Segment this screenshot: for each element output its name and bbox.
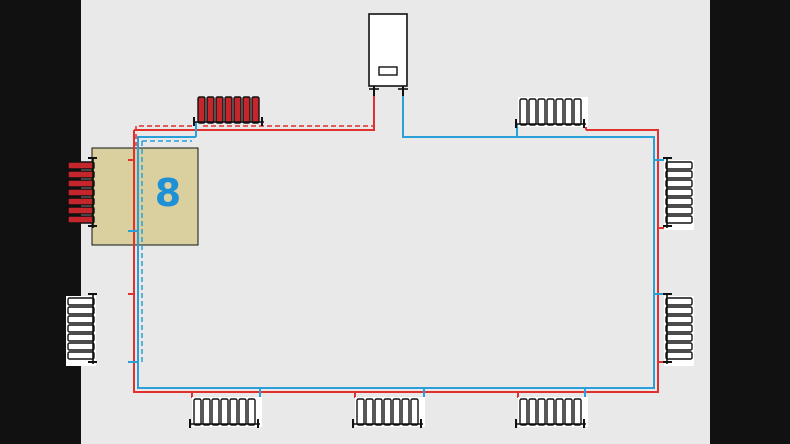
right-letterbox [710,0,790,444]
boiler-icon [368,13,408,96]
radiator-left-lower [65,293,98,367]
radiator-branches [128,124,664,398]
radiator-bottom-2 [352,396,426,429]
room-number: 8 [155,171,181,215]
radiator-right-bottom [662,293,695,367]
flow-arrow-icon [135,108,375,362]
supply-pipe-loop [133,96,659,393]
radiator-room-8-active [67,157,98,229]
radiator-top-active [193,96,265,127]
radiator-bottom-1 [189,396,263,429]
room-8-box [91,147,199,246]
return-pipe-loop [137,96,655,389]
radiator-top-right [515,96,589,129]
radiator-right-top [662,157,695,231]
radiator-bottom-3 [515,396,589,429]
